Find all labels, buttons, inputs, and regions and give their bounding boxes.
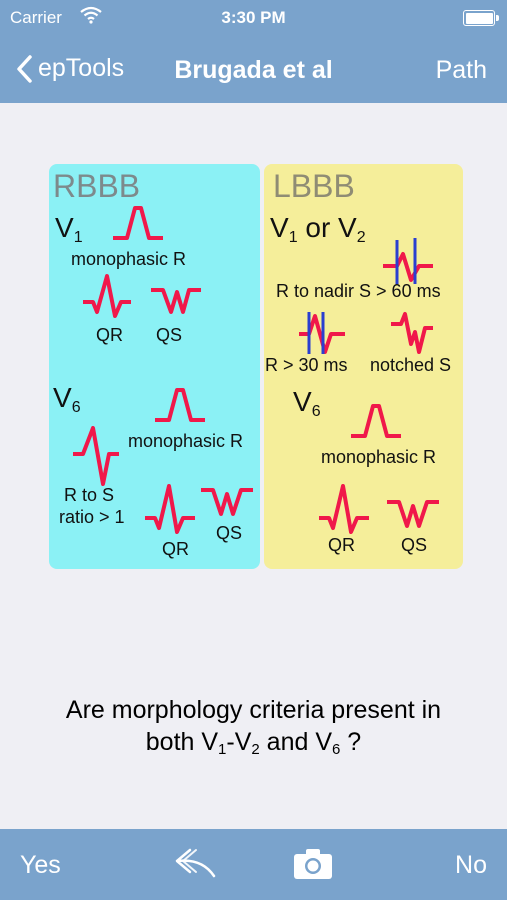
back-button-label: epTools — [38, 54, 125, 82]
question-line-1: Are morphology criteria present in — [65, 696, 442, 724]
reply-arrow-icon[interactable] — [174, 846, 218, 880]
rbbb-v1-qr-label: QR — [96, 325, 123, 345]
rbbb-v1-lead: V1 — [55, 212, 83, 246]
page-title: Brugada et al — [174, 56, 333, 84]
rbbb-v6-ratio-label-2: ratio > 1 — [59, 507, 125, 527]
no-button[interactable]: No — [455, 851, 487, 879]
lbbb-v6-qs-wave — [387, 500, 439, 528]
rbbb-v1-qr-wave — [83, 274, 131, 318]
lbbb-v6-lead: V6 — [293, 386, 321, 420]
lbbb-v6-monophasic-r-wave — [351, 404, 401, 438]
lbbb-v6-monophasic-label: monophasic R — [321, 447, 437, 467]
lbbb-v1-v2-lead: V1 or V2 — [270, 212, 366, 246]
lbbb-r-to-nadir-label: R to nadir S > 60 ms — [276, 281, 441, 301]
lbbb-v6-qs-label: QS — [401, 535, 428, 555]
lbbb-r-to-nadir-wave — [383, 238, 433, 284]
rbbb-v6-rs-wave — [73, 426, 119, 486]
path-button[interactable]: Path — [435, 56, 487, 84]
lbbb-heading: LBBB — [273, 168, 355, 204]
rbbb-v1-monophasic-r-wave — [113, 206, 163, 240]
question-text: Are morphology criteria present in both … — [20, 694, 487, 766]
navigation-bar: epTools Brugada et al Path — [0, 44, 507, 94]
rbbb-v6-lead: V6 — [53, 382, 81, 416]
rbbb-v6-qr-label: QR — [162, 539, 189, 559]
rbbb-v1-qs-wave — [151, 288, 201, 314]
back-button[interactable]: epTools — [16, 54, 124, 83]
lbbb-notched-s-label: notched S — [370, 355, 452, 375]
rbbb-v1-monophasic-label: monophasic R — [71, 249, 187, 269]
chevron-left-icon — [17, 54, 32, 83]
question-line-2: both V1-V2 and V6 ? — [145, 728, 362, 758]
rbbb-v6-monophasic-r-wave — [155, 388, 205, 422]
clock: 3:30 PM — [221, 8, 286, 27]
rbbb-heading: RBBB — [53, 168, 141, 204]
camera-icon[interactable] — [292, 847, 334, 881]
battery-icon — [463, 10, 499, 26]
rbbb-v1-qs-label: QS — [156, 325, 183, 345]
rbbb-v6-qs-label: QS — [216, 523, 243, 543]
lbbb-r-gt-30-wave — [299, 312, 345, 354]
rbbb-v6-monophasic-label: monophasic R — [128, 431, 244, 451]
lbbb-r-gt-30-label: R > 30 ms — [265, 355, 348, 375]
wifi-icon — [80, 6, 102, 24]
lbbb-v6-qr-label: QR — [328, 535, 355, 555]
morphology-figure: RBBB V1 monophasic R QR QS V6 monophasic… — [49, 164, 463, 569]
rbbb-v6-ratio-label-1: R to S — [64, 485, 115, 505]
header: Carrier 3:30 PM epTools Brugada et al Pa… — [0, 0, 507, 103]
lbbb-v6-qr-wave — [319, 484, 369, 534]
status-bar: Carrier 3:30 PM — [0, 0, 507, 36]
rbbb-v6-qs-wave — [201, 488, 253, 516]
lbbb-notched-s-wave — [391, 312, 433, 354]
yes-button[interactable]: Yes — [20, 851, 61, 879]
carrier-label: Carrier — [10, 8, 62, 27]
bottom-toolbar: Yes No — [0, 829, 507, 900]
rbbb-v6-qr-wave — [145, 484, 195, 534]
